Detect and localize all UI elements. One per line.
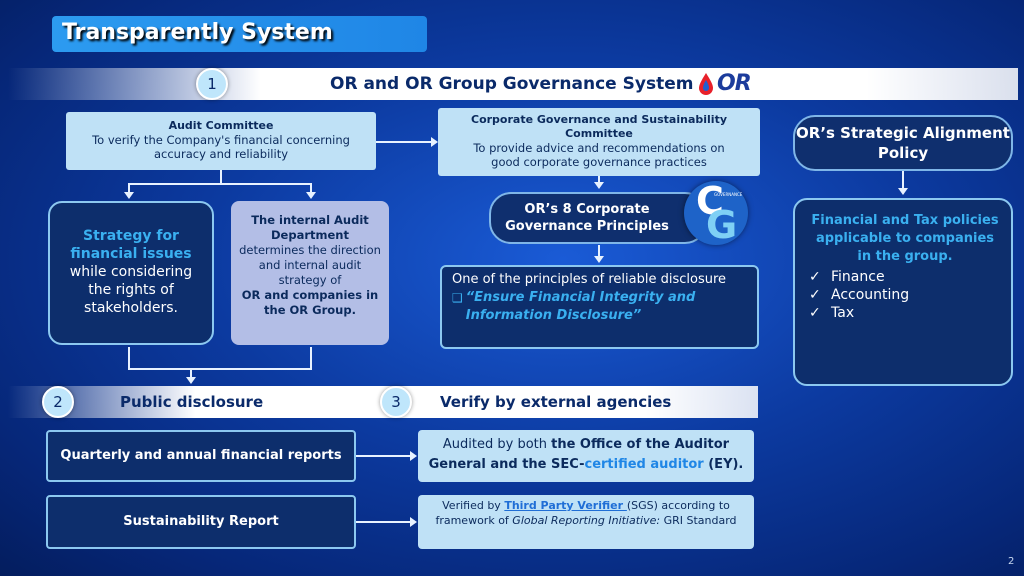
tax-policy-item-label: Finance [831,269,885,285]
tax-policy-item-label: Tax [831,305,855,321]
connector-line [310,183,312,193]
arrow-right-icon [410,517,417,527]
tax-policy-item: ✓ Tax [809,304,1001,322]
section1-heading: OR and OR Group Governance System [330,74,694,94]
audited-ey: (EY). [703,457,744,472]
tax-policy-box: Financial and Tax policies applicable to… [793,198,1013,386]
cg-committee-title: Corporate Governance and Sustainability … [471,113,727,140]
arrow-down-icon [594,256,604,263]
internal-audit-scope: OR and companies in the OR Group. [241,288,379,317]
disclosure-text: One of the principles of reliable disclo… [452,272,727,287]
verified-framework: Global Reporting Initiative: [512,514,661,527]
connector-line [128,368,312,370]
or-logo-text: OR [717,71,752,96]
connector-line [220,170,222,184]
arrow-down-icon [124,192,134,199]
checkbox-bullet-icon: ❑ [452,291,463,305]
arrow-right-icon [431,137,438,147]
tax-policy-heading: Financial and Tax policies applicable to… [811,213,999,264]
tax-policy-list: ✓ Finance ✓ Accounting ✓ Tax [809,268,1001,322]
cg-committee-desc: To provide advice and recommendations on… [473,141,725,169]
connector-line [128,183,312,185]
cg-committee-box: Corporate Governance and Sustainability … [438,108,760,176]
sustainability-report-label: Sustainability Report [123,514,279,529]
internal-audit-title: The internal Audit Department [251,213,369,242]
arrow-down-icon [594,182,604,189]
arrow-down-icon [306,192,316,199]
tax-policy-item: ✓ Finance [809,268,1001,286]
strategy-highlight: Strategy for financial issues [70,228,192,262]
audit-committee-box: Audit Committee To verify the Company's … [66,112,376,170]
cg-logo-g: G [706,203,738,247]
section3-heading: Verify by external agencies [440,393,672,411]
strategy-box: Strategy for financial issues while cons… [48,201,214,345]
section1-number-badge: 1 [196,68,228,100]
audited-box: Audited by both the Office of the Audito… [418,430,754,482]
internal-audit-desc: determines the direction and internal au… [239,243,381,287]
arrow-down-icon [898,188,908,195]
internal-audit-box: The internal Audit Department determines… [231,201,389,345]
section1-band [8,68,1018,100]
principles-pill: OR’s 8 Corporate Governance Principles [489,192,707,244]
connector-line [128,183,130,193]
cg-logo-caption: GOVERNANCE [714,192,743,197]
disclosure-quote: “Ensure Financial Integrity and Informat… [465,290,696,323]
page-number: 2 [1008,556,1015,567]
arrow-down-icon [186,377,196,384]
verified-mid: (SGS) according to framework of [435,499,730,527]
section3-number-badge: 3 [380,386,412,418]
page-title: Transparently System [62,20,333,45]
or-logo-icon [699,73,713,95]
connector-line [128,347,130,369]
checkmark-icon: ✓ [809,305,821,321]
tax-policy-item: ✓ Accounting [809,286,1001,304]
verified-end: GRI Standard [660,514,737,527]
connector-line [190,368,192,378]
principles-title: OR’s 8 Corporate Governance Principles [505,202,669,234]
or-logo: OR [697,71,767,97]
quarterly-reports-box: Quarterly and annual financial reports [46,430,356,482]
tax-policy-item-label: Accounting [831,287,910,303]
checkmark-icon: ✓ [809,269,821,285]
quarterly-reports-label: Quarterly and annual financial reports [60,448,342,463]
cg-logo: C G GOVERNANCE [684,179,748,247]
section2-heading: Public disclosure [120,393,264,411]
verified-box: Verified by Third Party Verifier (SGS) a… [418,495,754,549]
verified-pre: Verified by [442,499,505,512]
connector-line [310,347,312,369]
connector-line [598,245,600,256]
audited-certified: certified auditor [584,457,704,472]
audited-agencies: the Office of the Auditor General and th… [428,437,730,472]
third-party-verifier-link[interactable]: Third Party Verifier [504,499,627,512]
connector-line [598,176,600,183]
cg-logo-c: C [696,179,724,223]
strategic-policy-title: OR’s Strategic Alignment Policy [796,124,1010,162]
connector-line [356,455,411,457]
connector-line [356,521,411,523]
strategy-text: while considering the rights of stakehol… [69,264,193,316]
sustainability-report-box: Sustainability Report [46,495,356,549]
title-bar: Transparently System [52,16,427,52]
connector-line [376,141,432,143]
disclosure-box: One of the principles of reliable disclo… [440,265,759,349]
audit-committee-desc: To verify the Company's financial concer… [92,133,350,161]
strategic-policy-pill: OR’s Strategic Alignment Policy [793,115,1013,171]
arrow-right-icon [410,451,417,461]
audited-pre: Audited by both [442,437,552,452]
section2-number-badge: 2 [42,386,74,418]
audit-committee-title: Audit Committee [168,119,274,132]
checkmark-icon: ✓ [809,287,821,303]
connector-line [902,171,904,188]
